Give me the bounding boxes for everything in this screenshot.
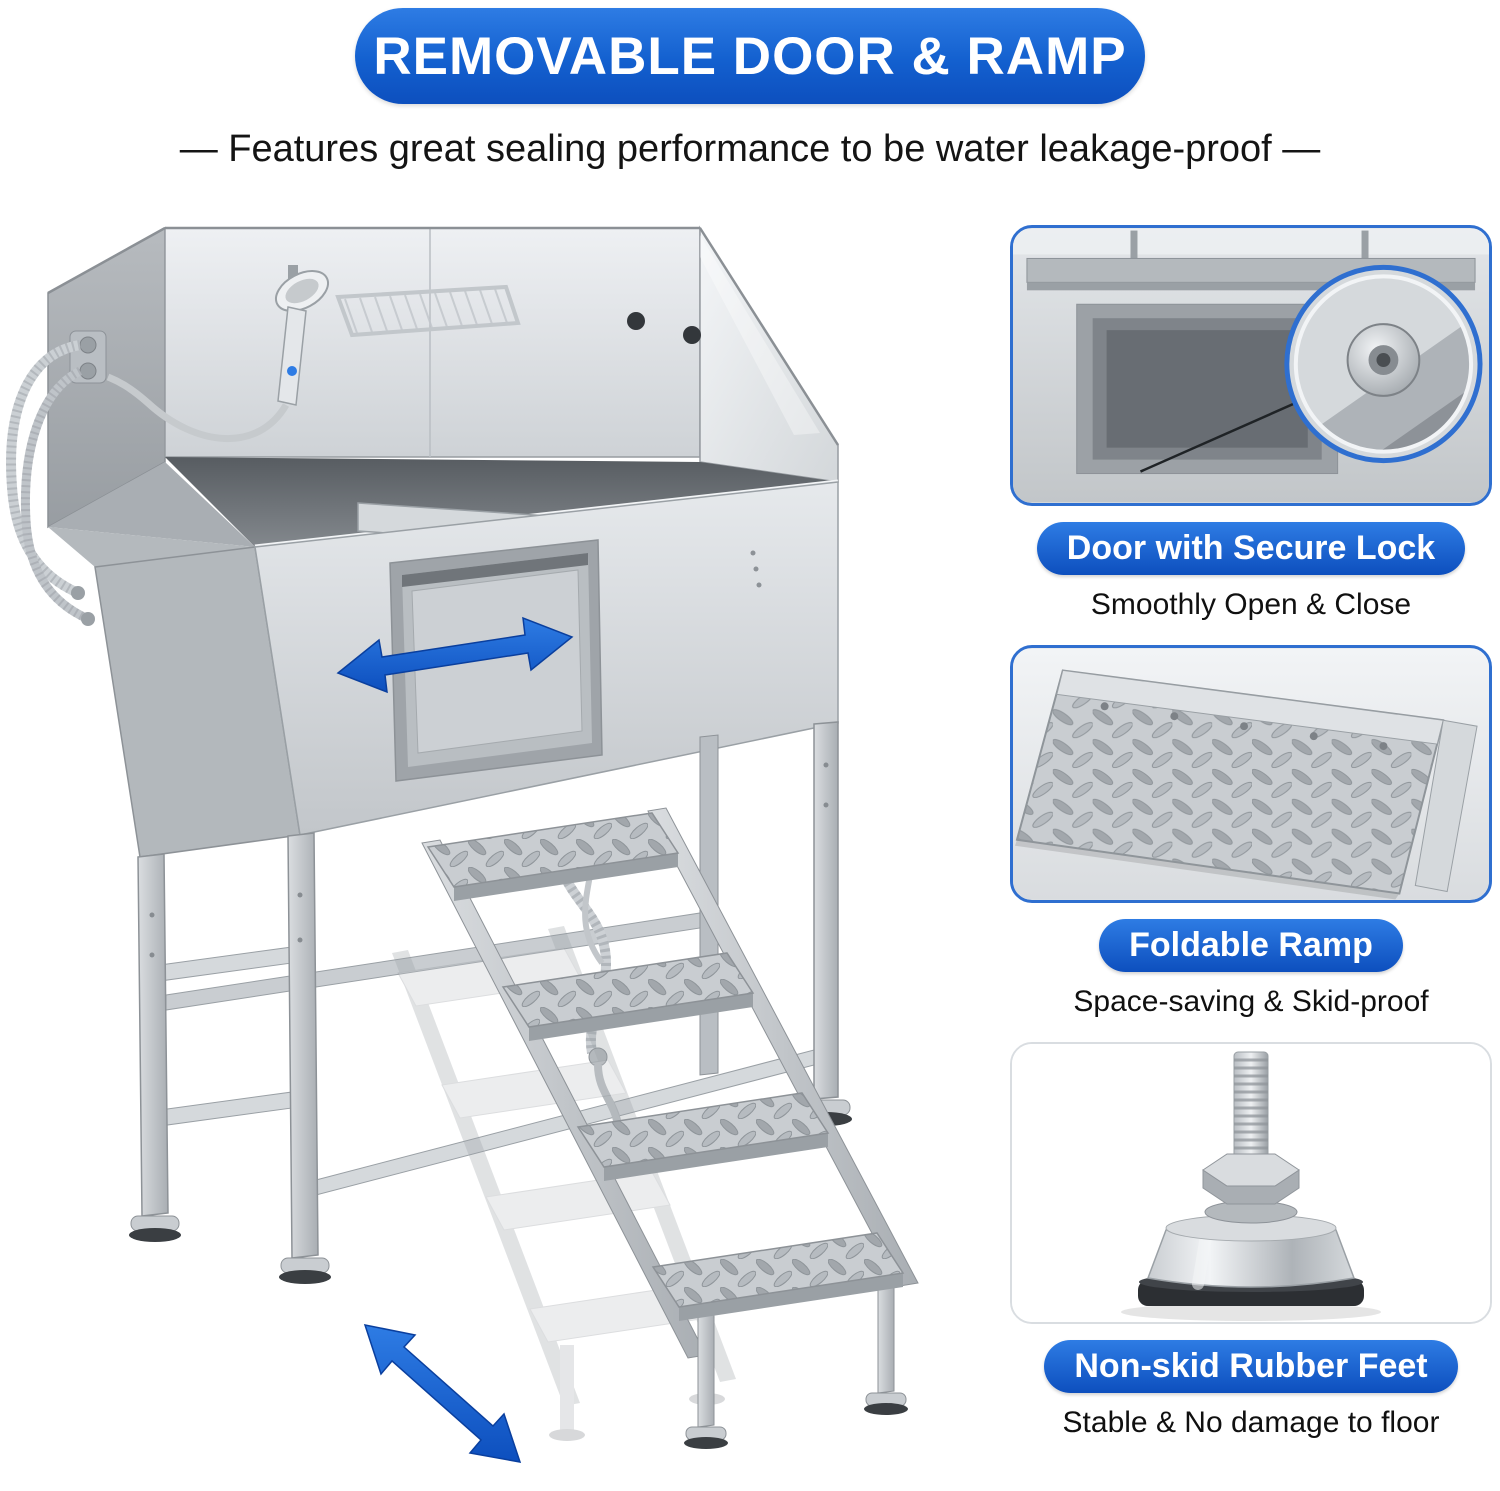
adjustable-foot <box>684 1426 728 1449</box>
ramp-photo <box>1010 645 1492 903</box>
tub-body <box>94 481 839 858</box>
lock-zoom-circle <box>1284 264 1483 464</box>
grooming-tub-photo <box>0 195 1000 1491</box>
threaded-rod <box>1233 1051 1269 1165</box>
callout-door-lock: Door with Secure Lock Smoothly Open & Cl… <box>1010 225 1492 622</box>
rubber-foot-photo <box>1010 1042 1492 1324</box>
stair-tread <box>576 1092 830 1181</box>
callout-rubber-feet: Non-skid Rubber Feet Stable & No damage … <box>1010 1042 1492 1440</box>
rubber-feet-label-text: Non-skid Rubber Feet <box>1074 1347 1428 1385</box>
door-lock-label-text: Door with Secure Lock <box>1066 529 1436 567</box>
hex-nut <box>1202 1153 1300 1205</box>
door-lock-photo <box>1010 225 1492 506</box>
foldable-ramp-caption: Space-saving & Skid-proof <box>1073 985 1429 1018</box>
foldable-ramp-label-text: Foldable Ramp <box>1129 926 1373 964</box>
stair-tread <box>651 1232 905 1321</box>
door-lock-label: Door with Secure Lock <box>1036 522 1466 575</box>
fold-arrow-icon <box>363 1324 522 1463</box>
stairs <box>421 807 919 1449</box>
storage-basket <box>335 284 521 338</box>
accessory-hole <box>683 326 701 344</box>
sliding-door <box>389 539 603 782</box>
stair-tread <box>426 812 680 901</box>
banner: REMOVABLE DOOR & RAMP <box>355 8 1145 104</box>
slide-arrow-icon <box>336 616 574 694</box>
water-hoses <box>6 330 107 626</box>
adjustable-foot <box>864 1392 908 1415</box>
ramp-support-arm <box>1414 719 1478 893</box>
frame-legs <box>129 721 852 1284</box>
callout-foldable-ramp: Foldable Ramp Space-saving & Skid-proof <box>1010 645 1492 1019</box>
subtitle-text: — Features great sealing performance to … <box>179 128 1321 170</box>
rubber-feet-label: Non-skid Rubber Feet <box>1044 1340 1458 1393</box>
banner-title: REMOVABLE DOOR & RAMP <box>373 26 1127 86</box>
stair-tread <box>501 952 755 1041</box>
accessory-hole <box>627 312 645 330</box>
ramp-rail <box>1056 669 1444 745</box>
adjustable-foot <box>279 1257 331 1284</box>
foldable-ramp-label: Foldable Ramp <box>1099 919 1403 972</box>
door-lock-caption: Smoothly Open & Close <box>1090 588 1412 621</box>
rubber-feet-caption: Stable & No damage to floor <box>1062 1406 1440 1439</box>
metal-foot <box>1146 1214 1356 1290</box>
adjustable-foot <box>129 1215 181 1242</box>
shower-head <box>106 265 329 442</box>
